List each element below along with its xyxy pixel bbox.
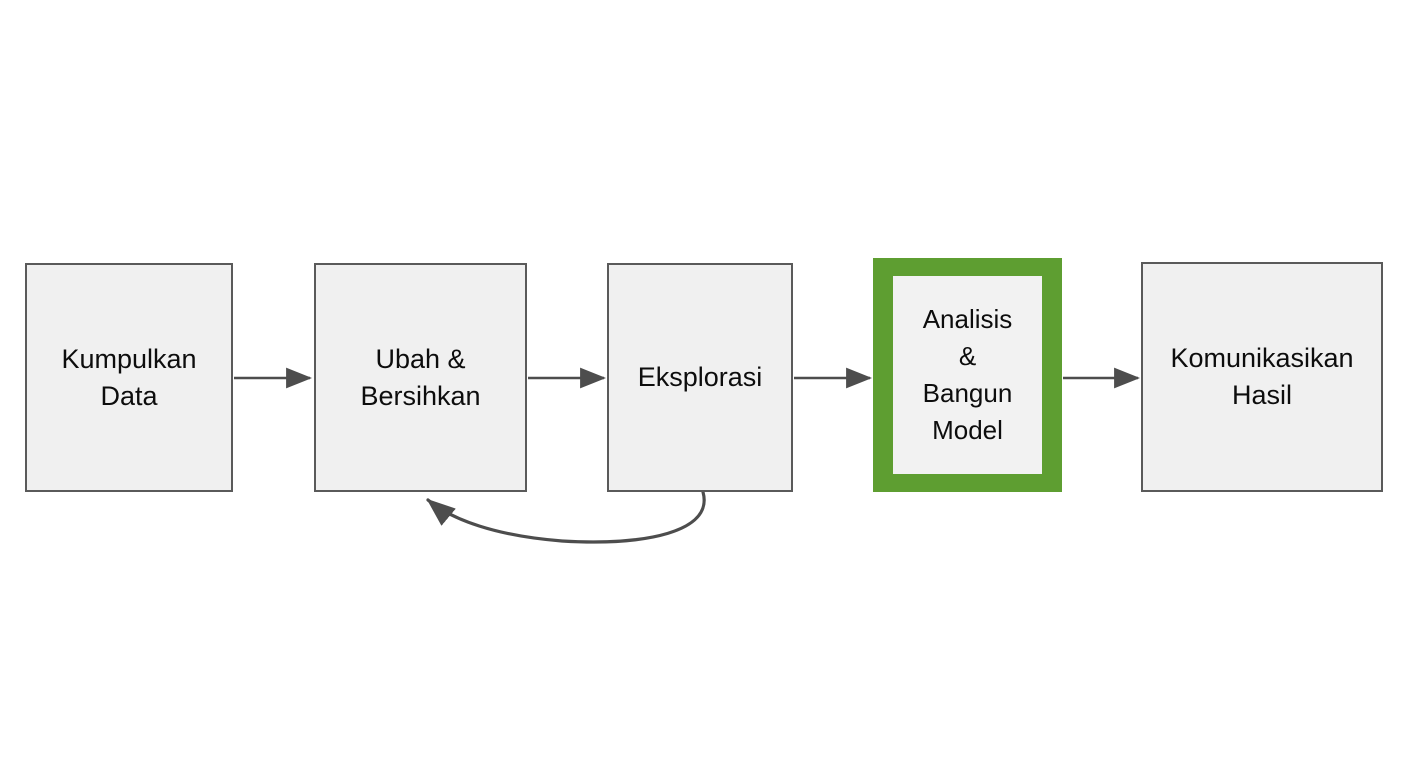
node-kumpulkan-data[interactable]: Kumpulkan Data	[25, 263, 233, 492]
node-analisis-bangun-model-label: Analisis & Bangun Model	[922, 304, 1013, 445]
node-eksplorasi-label: Eksplorasi	[637, 362, 763, 392]
node-komunikasikan-hasil[interactable]: Komunikasikan Hasil	[1141, 262, 1383, 492]
node-komunikasikan-hasil-label: Komunikasikan Hasil	[1170, 343, 1354, 410]
node-analisis-bangun-model[interactable]: Analisis & Bangun Model	[873, 258, 1062, 492]
node-ubah-bersihkan[interactable]: Ubah & Bersihkan	[314, 263, 527, 492]
node-eksplorasi[interactable]: Eksplorasi	[607, 263, 793, 492]
node-analisis-bangun-model-inner: Analisis & Bangun Model	[893, 276, 1042, 474]
node-kumpulkan-data-label: Kumpulkan Data	[61, 343, 197, 411]
node-ubah-bersihkan-label: Ubah & Bersihkan	[360, 343, 481, 411]
arrow-feedback-eksplorasi-to-ubah	[426, 490, 706, 544]
